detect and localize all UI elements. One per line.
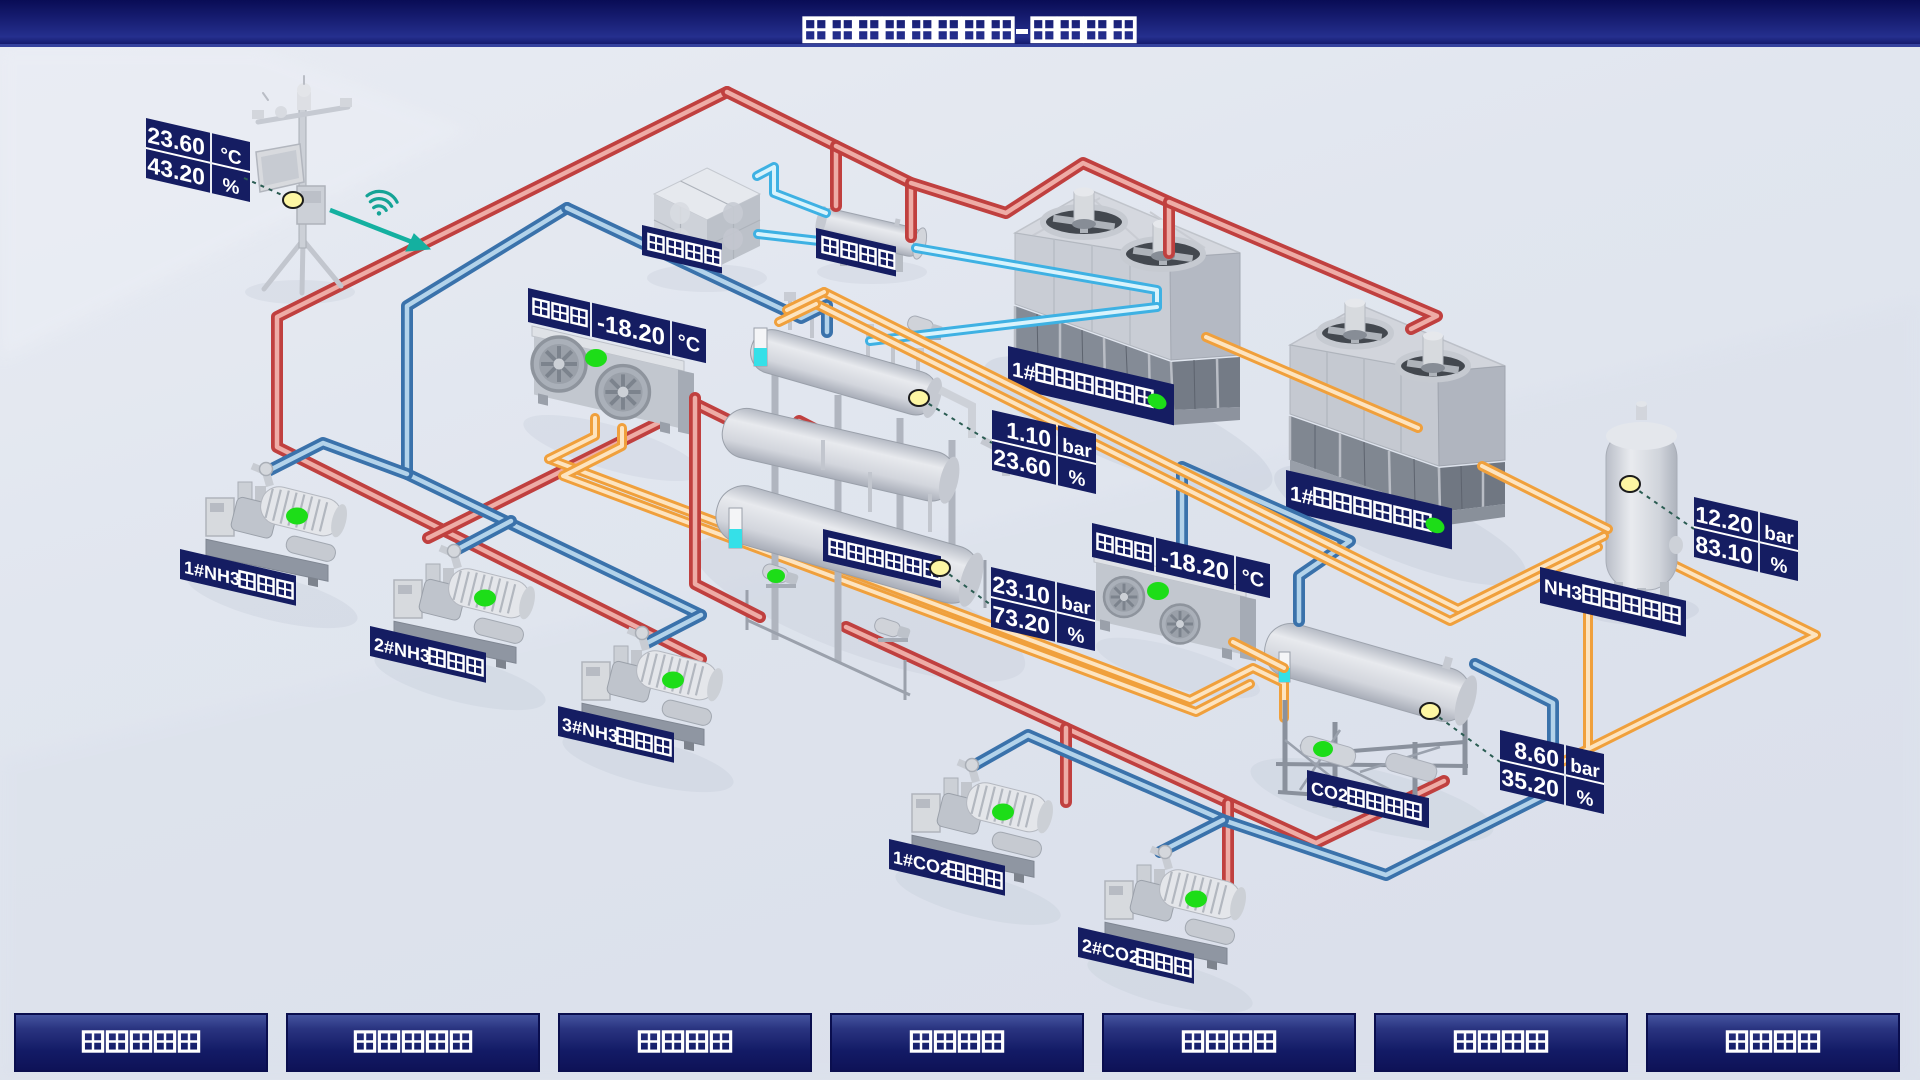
svg-text:°C: °C [220,144,241,170]
svg-text:1#: 1# [1290,481,1314,510]
svg-text:%: % [1068,624,1085,649]
svg-text:°C: °C [1242,566,1265,593]
svg-text:%: % [223,175,240,200]
svg-text:%: % [1069,467,1086,492]
svg-text:1#: 1# [1012,357,1036,386]
svg-text:%: % [1771,554,1788,579]
svg-text:°C: °C [678,331,701,358]
svg-text:%: % [1577,787,1594,812]
